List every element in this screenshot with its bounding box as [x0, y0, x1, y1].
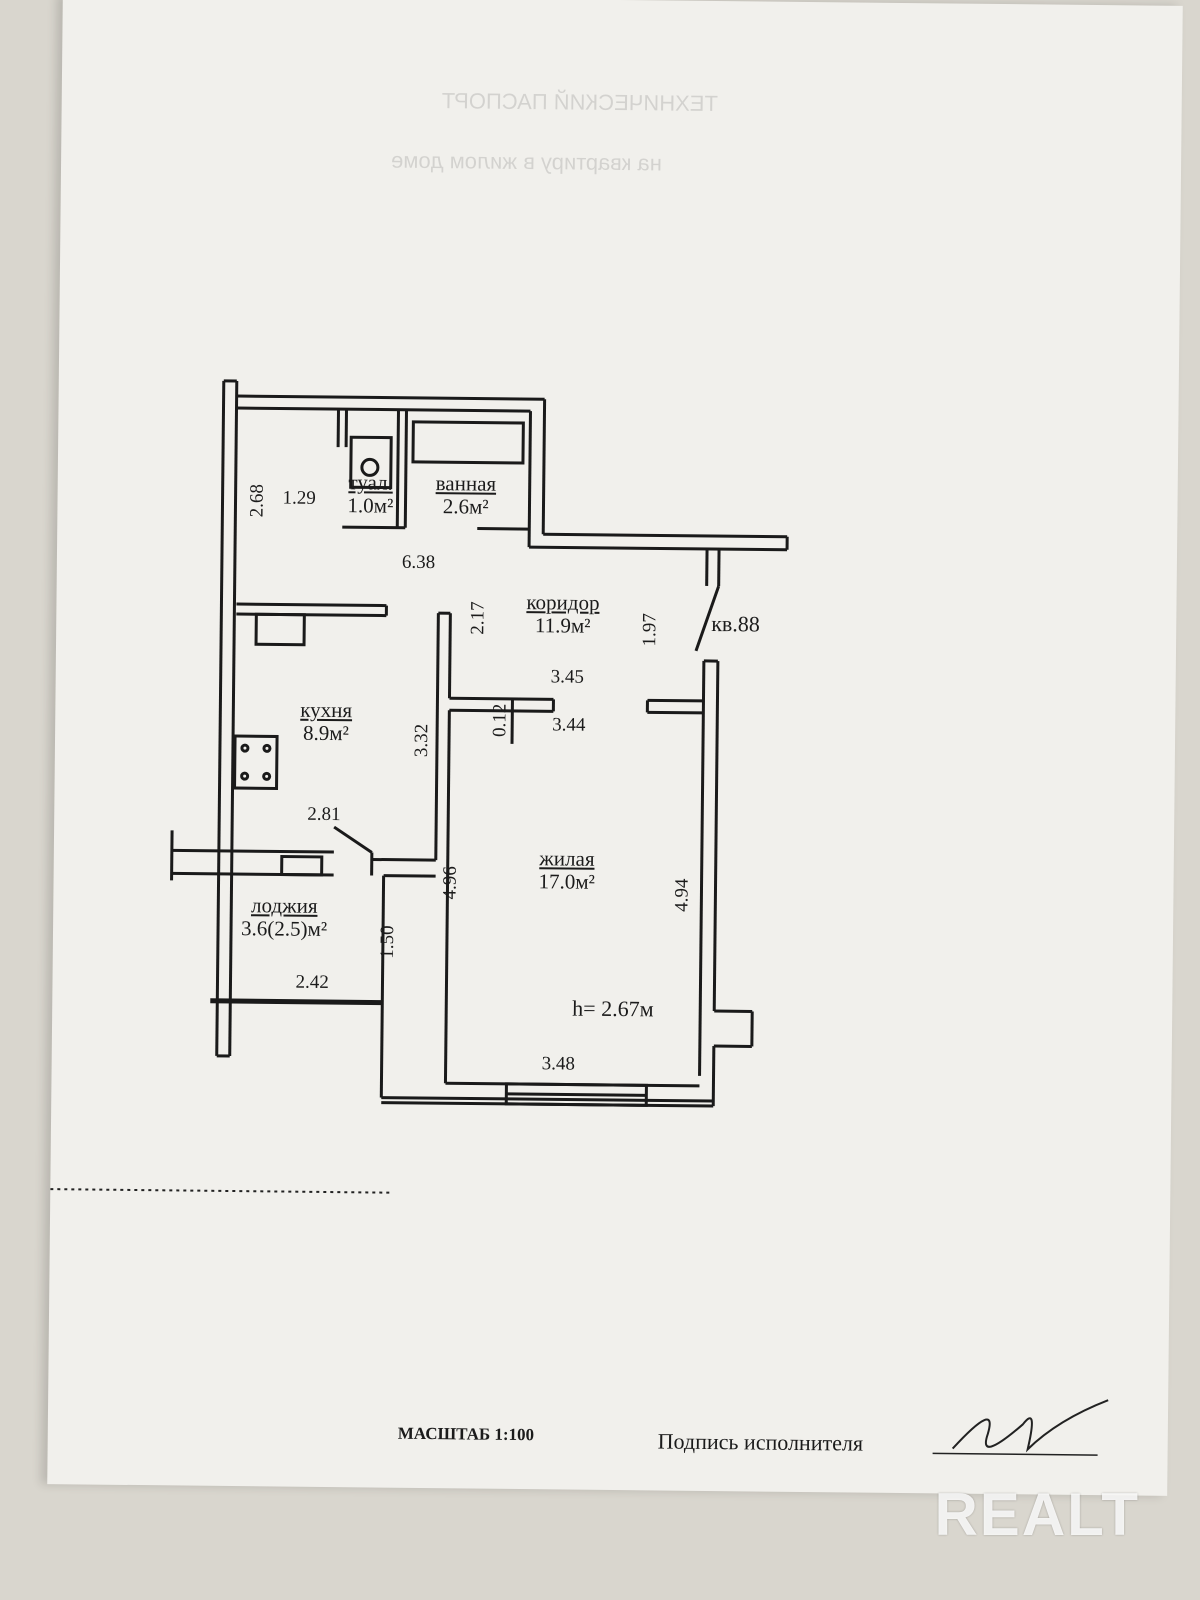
floor-plan — [50, 379, 789, 1194]
room-kitchen: кухня 8.9м² — [300, 697, 353, 745]
kitchen-living-wall — [434, 613, 440, 861]
top-wall — [236, 394, 545, 401]
document-sheet: ТЕХНИЧЕСКИЙ ПАСПОРТ на квартиру в жилом … — [47, 0, 1183, 1496]
living-wall-right — [698, 660, 706, 1076]
room-corridor: коридор 11.9м² — [526, 590, 600, 638]
dim-label: 2.68 — [246, 484, 268, 518]
kitchen-door — [333, 825, 373, 854]
dim-label: 2.81 — [307, 803, 341, 826]
dim-label: 2.17 — [467, 601, 489, 635]
watermark-logo: REALT — [934, 1481, 1140, 1548]
toilet-fixture — [349, 435, 393, 490]
room-name: кухня — [300, 697, 353, 723]
room-area: 8.9м² — [302, 720, 350, 745]
dim-label: 1.50 — [376, 925, 399, 959]
kitchen-stove — [233, 734, 279, 790]
dim-label: 3.44 — [552, 714, 586, 736]
outer-wall-left — [215, 380, 226, 1056]
kitchen-counter — [254, 612, 306, 647]
entry-door — [694, 585, 721, 652]
signature-label: Подпись исполнителя — [657, 1428, 864, 1456]
room-area: 11.9м² — [534, 612, 591, 638]
dim-label: 3.45 — [550, 666, 585, 688]
room-name: ванная — [435, 471, 497, 496]
dim-label: 4.94 — [671, 878, 693, 912]
room-name: туал. — [348, 470, 393, 495]
outer-wall-left-inner — [228, 381, 239, 1056]
dim-label: 2.42 — [295, 971, 329, 994]
signature-scribble — [932, 1399, 1109, 1456]
room-area: 17.0м² — [538, 868, 596, 894]
room-name: жилая — [539, 846, 595, 871]
dim-label: 3.48 — [541, 1053, 576, 1075]
dim-label: 0.12 — [489, 703, 511, 738]
dim-label: 4.96 — [439, 866, 461, 900]
dim-label: 1.29 — [282, 487, 316, 509]
room-name: лоджия — [250, 893, 318, 918]
room-toilet: туал. 1.0м² — [347, 470, 394, 518]
dim-label: 1.97 — [639, 613, 661, 647]
dim-label: 6.38 — [401, 551, 436, 574]
apartment-number: кв.88 — [711, 611, 760, 637]
ceiling-height: h= 2.67м — [572, 995, 654, 1022]
room-area: 1.0м² — [347, 492, 394, 518]
room-loggia: лоджия 3.6(2.5)м² — [240, 893, 328, 941]
room-living: жилая 17.0м² — [538, 846, 596, 894]
room-bath: ванная 2.6м² — [435, 471, 497, 519]
scale-label: МАСШТАБ 1:100 — [397, 1423, 535, 1445]
loggia-edge — [210, 998, 383, 1006]
bathtub — [411, 420, 525, 465]
dim-label: 3.32 — [410, 723, 433, 758]
room-area: 3.6(2.5)м² — [240, 915, 328, 941]
room-name: коридор — [526, 590, 600, 615]
room-area: 2.6м² — [442, 493, 489, 519]
